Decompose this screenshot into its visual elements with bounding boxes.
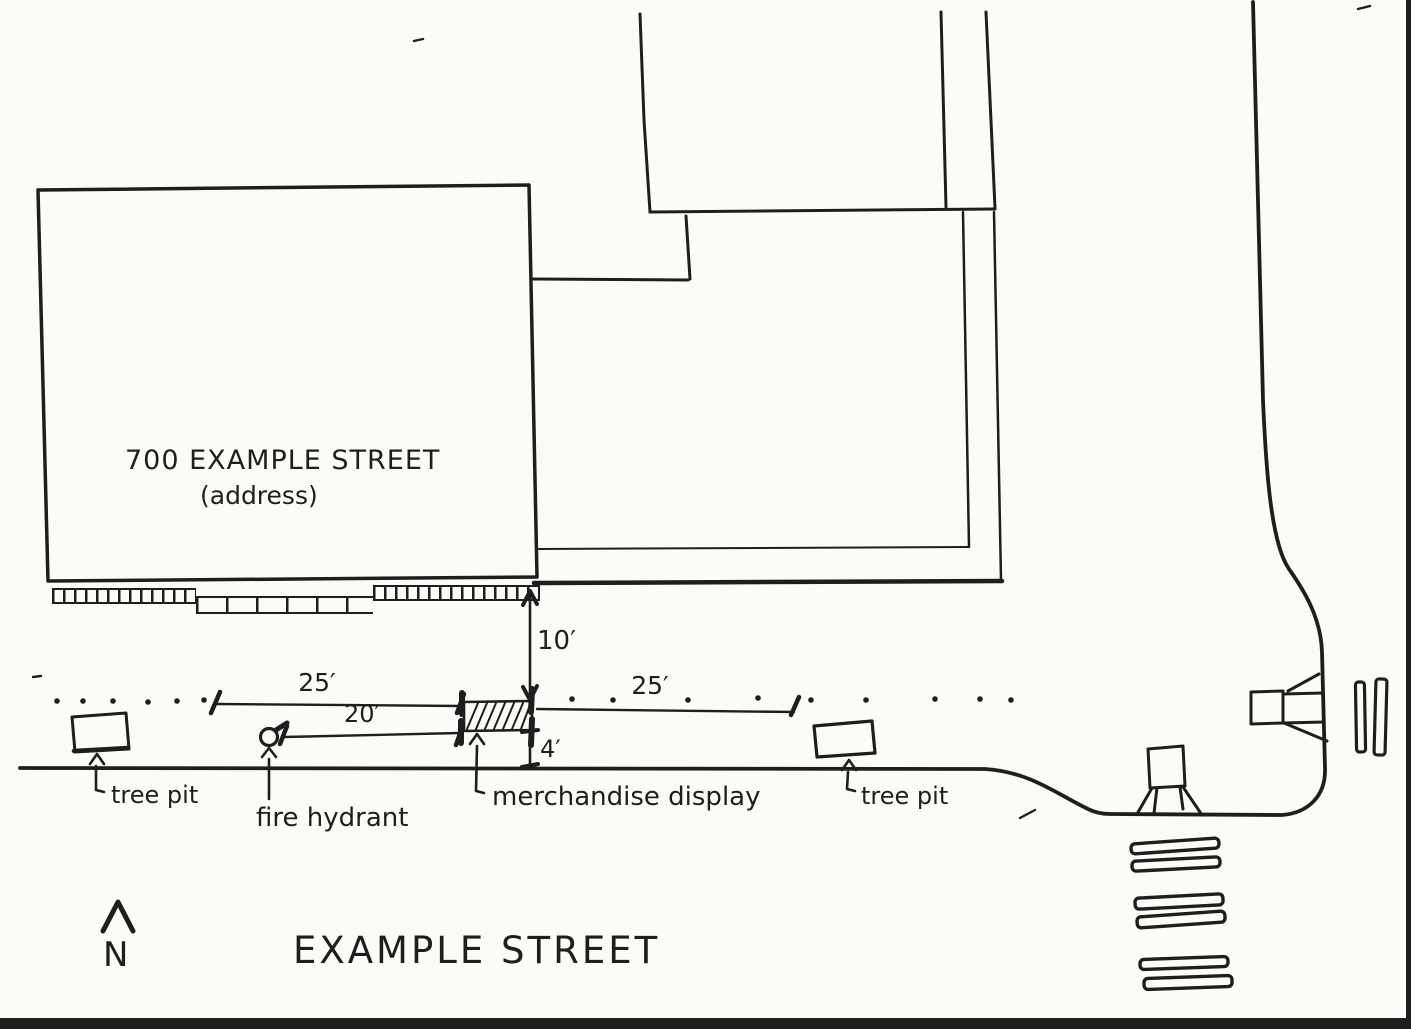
tree-pit-west xyxy=(70,711,131,754)
sidewalk-zone-dotted-line xyxy=(54,695,1014,705)
scan-edge-bottom xyxy=(0,1018,1411,1029)
tree-pit-east-label: tree pit xyxy=(861,782,948,810)
tree-pit-east xyxy=(812,719,877,759)
dim-label-25-east: 25′ xyxy=(631,671,669,700)
curb-line xyxy=(18,0,1327,817)
fire-hydrant xyxy=(258,720,290,748)
dim-label-20: 20′ xyxy=(344,700,380,728)
building-address-line2: (address) xyxy=(200,481,318,510)
tree-pit-west-leader xyxy=(88,752,106,794)
curb-ramp-south xyxy=(1135,744,1204,817)
curb-ramp-east xyxy=(1249,672,1329,743)
crosswalk-east xyxy=(1353,677,1389,757)
frontage-ladder-east xyxy=(373,585,540,601)
main-building-outline xyxy=(36,183,539,583)
crosswalk-south xyxy=(1129,836,1234,992)
rear-building-outline xyxy=(531,10,1003,582)
merchandise-display-leader xyxy=(468,732,486,795)
street-name: EXAMPLE STREET xyxy=(293,929,660,972)
frontage-ladder-center xyxy=(196,596,373,614)
dim-label-4: 4′ xyxy=(540,735,561,763)
dimension-line-20 xyxy=(277,722,466,748)
frontage-ladder-west xyxy=(52,588,196,604)
scan-edge-right xyxy=(1406,0,1411,1029)
north-arrow-icon xyxy=(100,899,136,934)
merchandise-display-label: merchandise display xyxy=(492,782,760,812)
fire-hydrant-leader xyxy=(260,746,278,801)
tree-pit-west-label: tree pit xyxy=(111,781,198,809)
property-line xyxy=(531,578,1005,586)
dimension-line-10 xyxy=(521,589,539,702)
merchandise-display xyxy=(458,686,535,748)
dimension-line-25-west xyxy=(208,689,467,716)
dim-label-25-west: 25′ xyxy=(298,668,336,697)
building-address-line1: 700 EXAMPLE STREET xyxy=(125,445,440,476)
north-label: N xyxy=(103,935,128,975)
tree-pit-east-leader xyxy=(840,758,858,793)
fire-hydrant-label: fire hydrant xyxy=(256,803,408,833)
scan-specks xyxy=(31,4,1372,820)
dim-label-10: 10′ xyxy=(537,626,576,656)
dimension-line-25-east xyxy=(535,694,802,718)
